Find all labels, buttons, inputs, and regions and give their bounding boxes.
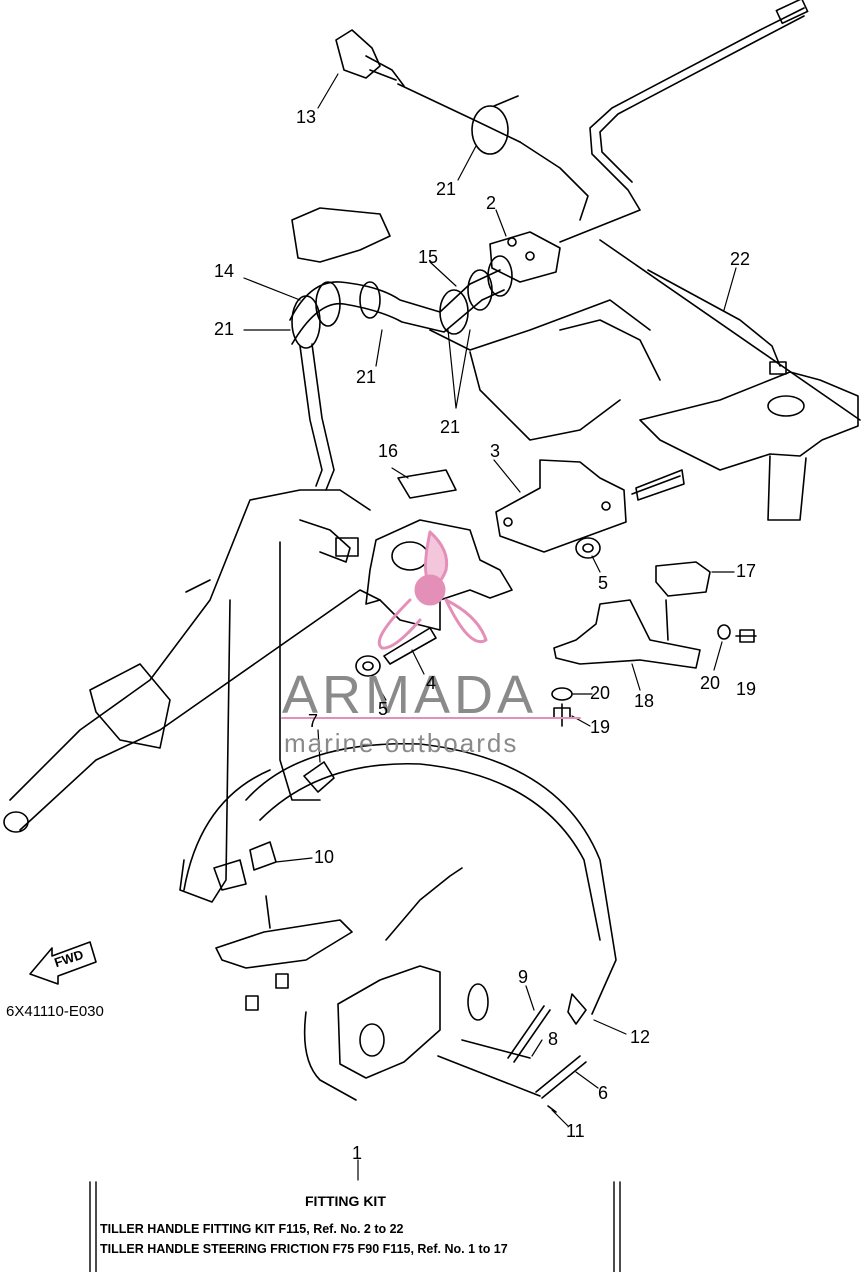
callout-21: 21 [356, 367, 377, 387]
watermark-tagline: marine outboards [284, 728, 519, 758]
stud-4 [383, 627, 437, 665]
bracket-3 [495, 459, 685, 553]
bracket-2 [489, 231, 561, 283]
wire-22 [647, 269, 787, 375]
callout-9: 9 [518, 967, 529, 987]
callout-21: 21 [440, 417, 461, 437]
cable-loop [179, 541, 617, 1015]
grommets-harness [289, 255, 513, 491]
callout-10: 10 [314, 847, 335, 867]
callout-11: 11 [566, 1121, 585, 1141]
remote-cables [519, 0, 809, 243]
kit-title: FITTING KIT [305, 1193, 386, 1209]
cable-tie-21-top [471, 95, 519, 155]
callout-8: 8 [548, 1029, 559, 1049]
callout-19: 19 [736, 679, 757, 699]
callout-20: 20 [590, 683, 611, 703]
nut-5-upper [575, 537, 601, 559]
callout-15: 15 [418, 247, 439, 267]
callout-5: 5 [378, 699, 389, 719]
lower-bracket [215, 895, 353, 1011]
callout-7: 7 [308, 711, 319, 731]
callout-21: 21 [214, 319, 235, 339]
tiller-handle [3, 489, 381, 833]
friction-block [299, 519, 513, 631]
friction-mechanism [303, 867, 541, 1101]
callout-17: 17 [736, 561, 757, 581]
rods-6-8-9 [507, 993, 587, 1113]
callout-6: 6 [598, 1083, 609, 1103]
callout-14: 14 [214, 261, 235, 281]
callout-5: 5 [598, 573, 609, 593]
fwd-arrow-icon [29, 941, 97, 985]
callout-18: 18 [634, 691, 655, 711]
callout-2: 2 [486, 193, 497, 213]
callout-1: 1 [352, 1143, 363, 1163]
callout-20: 20 [700, 673, 721, 693]
plate-18 [553, 599, 701, 669]
callout-3: 3 [490, 441, 501, 461]
nut-5-lower [355, 655, 381, 677]
kit-box-border [89, 1181, 621, 1272]
callout-16: 16 [378, 441, 399, 461]
engine-cowl [291, 207, 861, 441]
kit-line-1: TILLER HANDLE FITTING KIT F115, Ref. No.… [100, 1222, 404, 1236]
plate-16 [397, 469, 457, 499]
callout-19: 19 [590, 717, 611, 737]
leader-lines [243, 73, 737, 1181]
watermark-brand: ARMADA [282, 665, 538, 725]
callout-4: 4 [426, 673, 437, 693]
watermark-logo-icon [377, 530, 488, 650]
callout-13: 13 [296, 107, 317, 127]
connector-13 [335, 29, 521, 143]
steering-arm [639, 371, 859, 521]
part-code: 6X41110-E030 [6, 1003, 104, 1020]
kit-line-2: TILLER HANDLE STEERING FRICTION F75 F90 … [100, 1242, 508, 1256]
callout-12: 12 [630, 1027, 651, 1047]
callout-21: 21 [436, 179, 457, 199]
switch-17 [655, 561, 711, 641]
callout-22: 22 [730, 249, 751, 269]
